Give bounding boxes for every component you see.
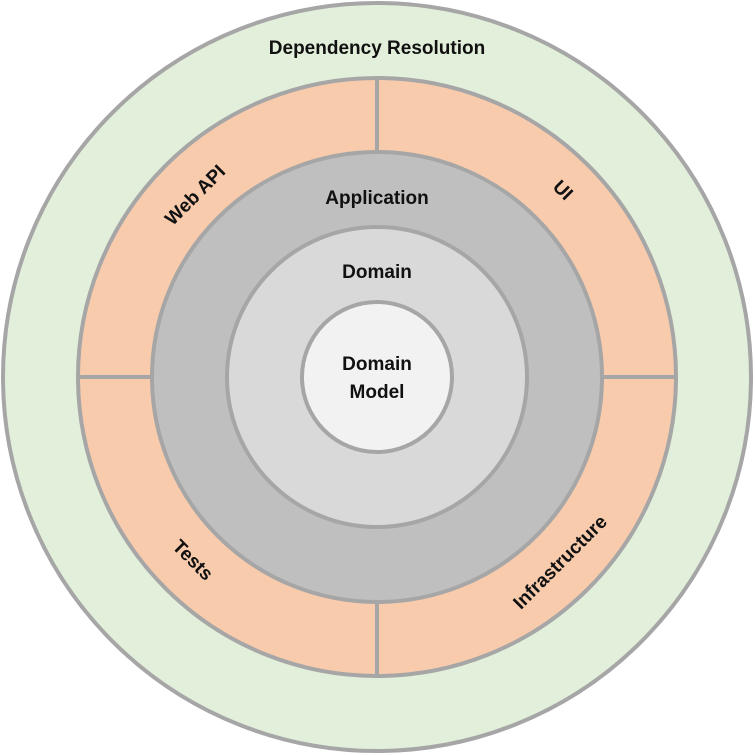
domain-model-label-line2: Model <box>350 382 405 403</box>
domain-model-core <box>300 300 454 454</box>
dependency-resolution-label: Dependency Resolution <box>269 38 485 59</box>
application-label: Application <box>325 188 428 209</box>
domain-label: Domain <box>342 262 412 283</box>
domain-model-label-line1: Domain <box>342 354 412 375</box>
